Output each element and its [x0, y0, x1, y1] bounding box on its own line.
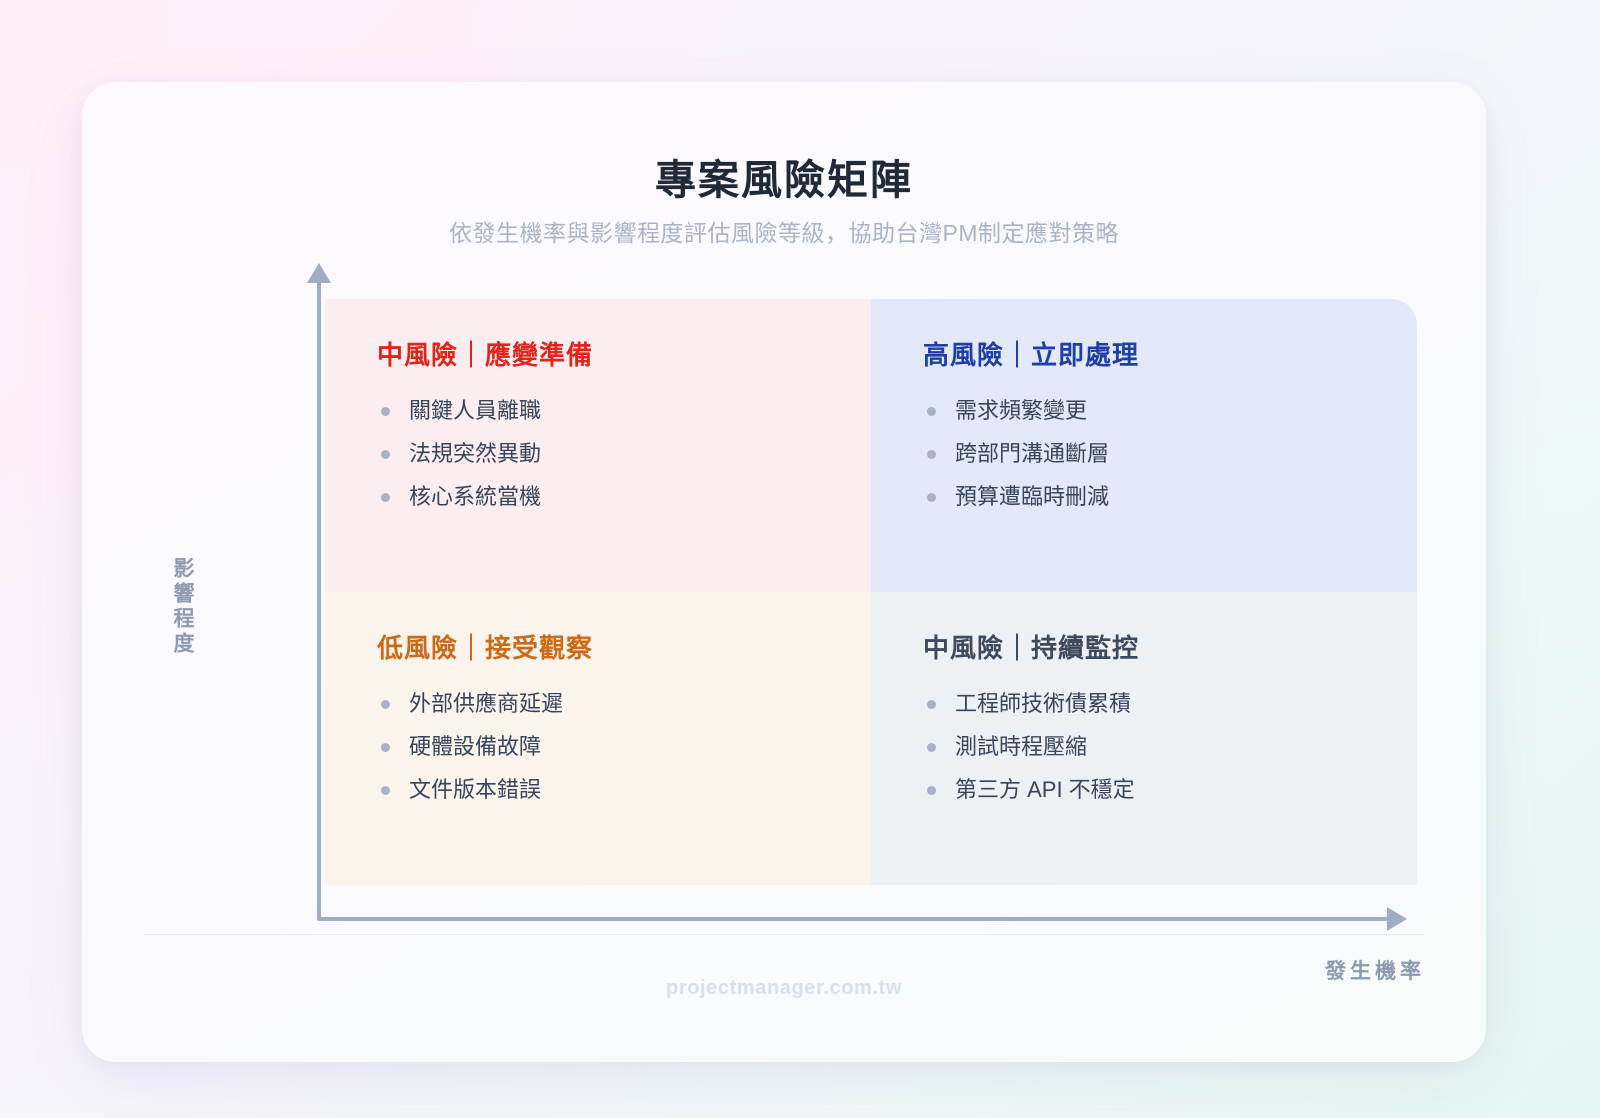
risk-matrix: 影響程度 發生機率 中風險｜應變準備 關鍵人員離職 法規突然異動 核心系統當機 …: [171, 263, 1427, 983]
quadrant-title: 低風險｜接受觀察: [377, 633, 594, 663]
quadrant-medium-risk-contingency: 中風險｜應變準備 關鍵人員離職 法規突然異動 核心系統當機: [325, 299, 871, 592]
footer-site: projectmanager.com.tw: [666, 977, 902, 999]
y-axis-label: 影響程度: [171, 557, 194, 657]
x-axis-label: 發生機率: [1325, 960, 1425, 983]
quadrant-title: 中風險｜持續監控: [923, 633, 1140, 663]
page-title: 專案風險矩陣: [655, 157, 913, 203]
quadrant-high-risk-immediate: 高風險｜立即處理 需求頻繁變更 跨部門溝通斷層 預算遭臨時刪減: [871, 299, 1417, 592]
risk-list: 關鍵人員離職 法規突然異動 核心系統當機: [377, 400, 871, 508]
y-axis-arrow-icon: [307, 263, 331, 283]
page-subtitle: 依發生機率與影響程度評估風險等級，協助台灣PM制定應對策略: [449, 220, 1119, 246]
risk-list: 需求頻繁變更 跨部門溝通斷層 預算遭臨時刪減: [923, 400, 1417, 508]
risk-list: 外部供應商延遲 硬體設備故障 文件版本錯誤: [377, 693, 871, 801]
list-item: 跨部門溝通斷層: [923, 443, 1417, 465]
list-item: 核心系統當機: [377, 486, 871, 508]
quadrant-low-risk-accept: 低風險｜接受觀察 外部供應商延遲 硬體設備故障 文件版本錯誤: [325, 592, 871, 885]
list-item: 第三方 API 不穩定: [923, 779, 1417, 801]
list-item: 測試時程壓縮: [923, 736, 1417, 758]
footer-divider: [144, 934, 1424, 935]
quadrant-title: 中風險｜應變準備: [377, 340, 594, 370]
list-item: 硬體設備故障: [377, 736, 871, 758]
list-item: 需求頻繁變更: [923, 400, 1417, 422]
list-item: 外部供應商延遲: [377, 693, 871, 715]
risk-list: 工程師技術債累積 測試時程壓縮 第三方 API 不穩定: [923, 693, 1417, 801]
list-item: 法規突然異動: [377, 443, 871, 465]
quadrant-title: 高風險｜立即處理: [923, 340, 1140, 370]
quadrant-medium-risk-monitor: 中風險｜持續監控 工程師技術債累積 測試時程壓縮 第三方 API 不穩定: [871, 592, 1417, 885]
x-axis-line: [319, 917, 1399, 921]
list-item: 工程師技術債累積: [923, 693, 1417, 715]
list-item: 關鍵人員離職: [377, 400, 871, 422]
list-item: 預算遭臨時刪減: [923, 486, 1417, 508]
quadrant-grid: 中風險｜應變準備 關鍵人員離職 法規突然異動 核心系統當機 高風險｜立即處理 需…: [325, 299, 1417, 885]
x-axis-arrow-icon: [1387, 907, 1407, 931]
y-axis-line: [317, 281, 321, 921]
risk-matrix-card: 專案風險矩陣 依發生機率與影響程度評估風險等級，協助台灣PM制定應對策略 影響程…: [82, 82, 1486, 1062]
list-item: 文件版本錯誤: [377, 779, 871, 801]
